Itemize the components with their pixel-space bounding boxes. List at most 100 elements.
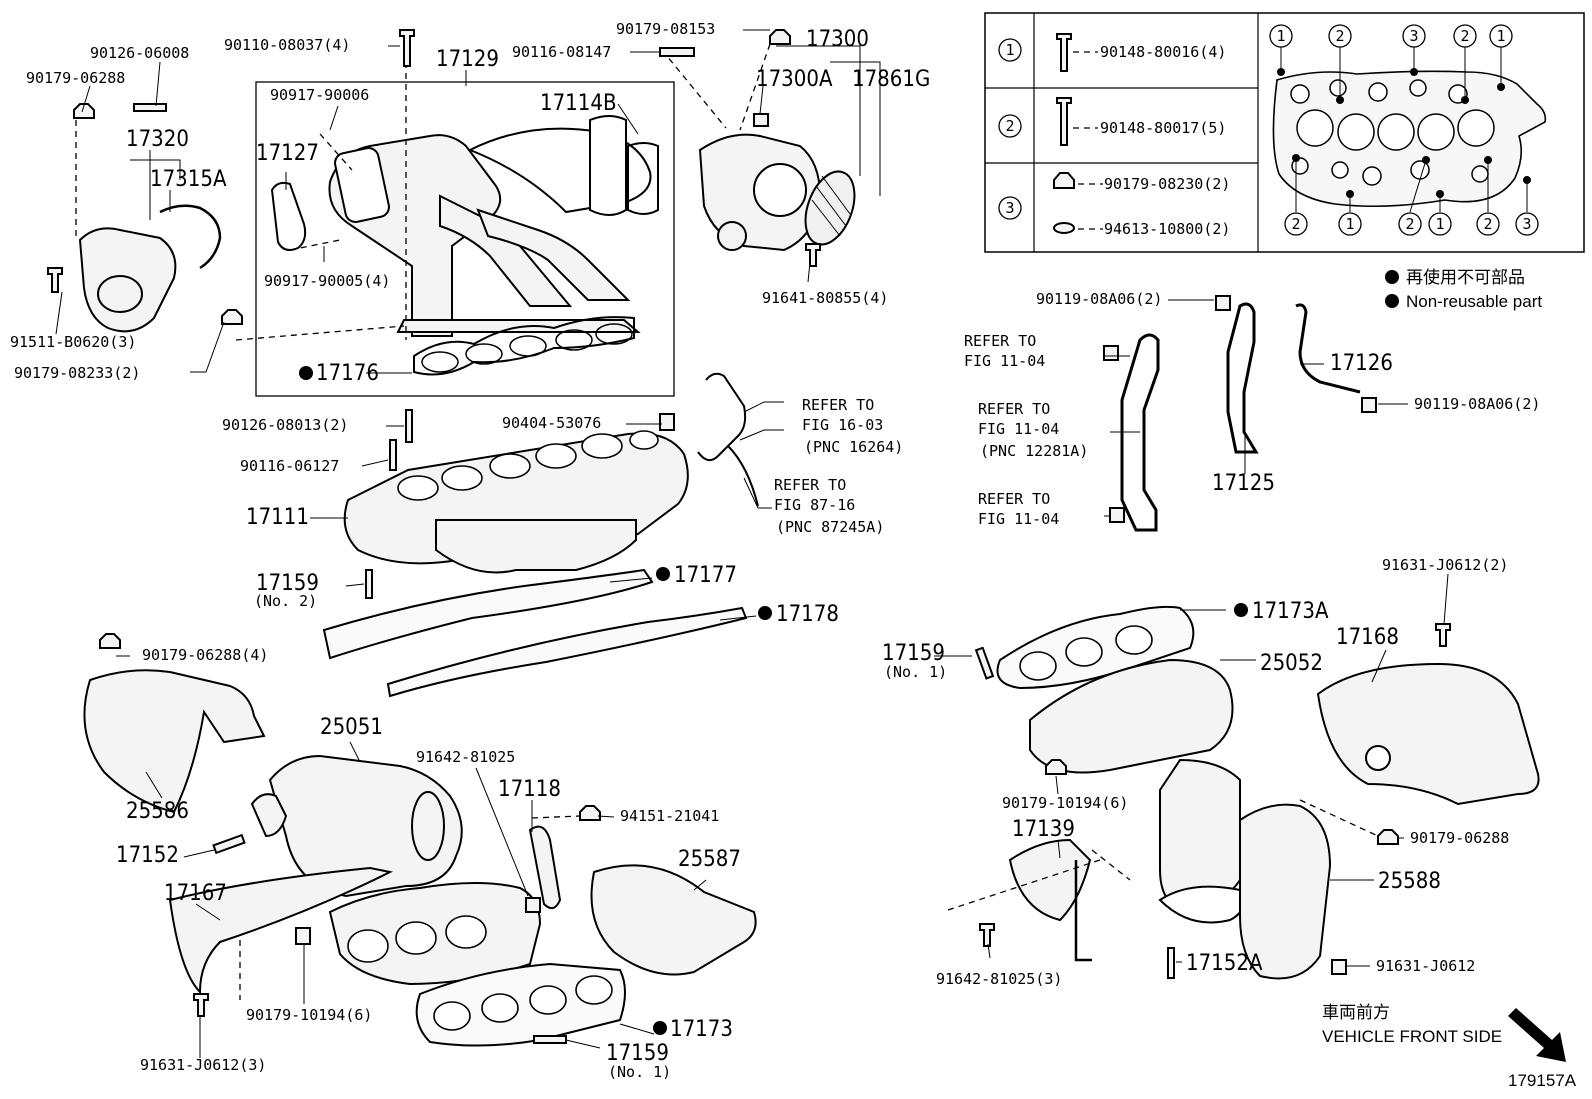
label-91511-B0620: 91511-B0620(3) [10,333,136,351]
label-17178: 17178 [776,602,839,627]
label-17177: 17177 [674,563,737,588]
label-17159-no2-sub: (No. 2) [254,592,317,610]
label-90179-08233: 90179-08233(2) [14,364,140,382]
label-90110-08037: 90110-08037(4) [224,36,350,54]
intake-manifold-group [235,29,856,397]
mark-top-1: 1 [1276,27,1285,45]
ref1-line1: REFER TO [964,332,1036,350]
label-91631-J0612: 91631-J0612 [1376,957,1475,975]
intake-gaskets [322,568,748,698]
label-90119-08A06-r: 90119-08A06(2) [1414,395,1540,413]
mark-bottom-6: 3 [1522,215,1531,233]
label-90179-06288-4: 90179-06288(4) [142,646,268,664]
front-side-ja: 車両前方 [1322,1003,1390,1022]
vehicle-front-arrow-icon [1508,1008,1566,1062]
label-17159-no1: 17159 [882,641,945,666]
label-90179-10194-left: 90179-10194(6) [246,1006,372,1024]
label-17300: 17300 [806,27,869,52]
label-17315A: 17315A [150,167,227,192]
mark-top-3: 3 [1409,27,1418,45]
legend-table: 1 90148-80016(4) 2 90148-80017(5) 3 9017… [984,12,1585,253]
ref-fig16-line3: (PNC 16264) [804,438,903,456]
ref2-line3: (PNC 12281A) [980,442,1088,460]
label-25587: 25587 [678,847,741,872]
label-90116-08147: 90116-08147 [512,43,611,61]
label-90116-06127: 90116-06127 [240,457,339,475]
legend-row2-part: 90148-80017(5) [1100,119,1226,137]
label-17167: 17167 [164,881,227,906]
ref-fig16-line2: FIG 16-03 [802,416,883,434]
label-90404-53076: 90404-53076 [502,414,601,432]
label-91642-81025: 91642-81025 [416,748,515,766]
right-exhaust-group [947,605,1540,980]
label-90179-10194-right: 90179-10194(6) [1002,794,1128,812]
label-91631-J0612-2: 91631-J0612(2) [1382,556,1508,574]
label-25588: 25588 [1378,869,1441,894]
label-17118: 17118 [498,777,561,802]
ref-fig87-line3: (PNC 87245A) [776,518,884,536]
ref3-line1: REFER TO [978,490,1050,508]
ref2-line2: FIG 11-04 [978,420,1059,438]
ref-fig16-line1: REFER TO [802,396,874,414]
label-17173A: 17173A [1252,599,1329,624]
ref3-line2: FIG 11-04 [978,510,1059,528]
label-25051: 25051 [320,715,383,740]
label-90126-06008: 90126-06008 [90,44,189,62]
ref1-line2: FIG 11-04 [964,352,1045,370]
nonreusable-en: Non-reusable part [1406,292,1542,311]
mark-top-2: 2 [1335,27,1344,45]
label-17159-no2: 17159 [256,571,319,596]
label-17127: 17127 [256,141,319,166]
ref2-line1: REFER TO [978,400,1050,418]
legend-row1-part: 90148-80016(4) [1100,43,1226,61]
label-94151-21041: 94151-21041 [620,807,719,825]
label-17159-no1b: 17159 [606,1041,669,1066]
legend-row1-num: 1 [1005,41,1014,59]
label-17152A: 17152A [1186,951,1263,976]
label-91641-80855: 91641-80855(4) [762,289,888,307]
legend-row2-num: 2 [1005,117,1014,135]
label-17111: 17111 [246,505,309,530]
label-17152: 17152 [116,843,179,868]
label-17126: 17126 [1330,351,1393,376]
label-91631-J0612-3: 91631-J0612(3) [140,1056,266,1074]
label-25586: 25586 [126,799,189,824]
label-17861G: 17861G [852,67,930,92]
label-17173: 17173 [670,1017,733,1042]
label-25052: 25052 [1260,651,1323,676]
label-17129: 17129 [436,47,499,72]
label-90917-90006: 90917-90006 [270,86,369,104]
nonreusable-ja: 再使用不可部品 [1406,267,1525,287]
vsv-assembly [47,103,243,333]
mark-top-4: 2 [1460,27,1469,45]
label-90126-08013: 90126-08013(2) [222,416,348,434]
ref-fig87-line1: REFER TO [774,476,846,494]
label-17176: 17176 [316,361,379,386]
label-90179-06288: 90179-06288 [26,69,125,87]
mark-bottom-3: 2 [1405,215,1414,233]
label-17125: 17125 [1212,471,1275,496]
right-brackets [1103,295,1377,532]
label-90917-90005: 90917-90005(4) [264,272,390,290]
label-17168: 17168 [1336,625,1399,650]
ref-fig87-line2: FIG 87-16 [774,496,855,514]
lower-intake-manifold [343,372,759,599]
label-91642-81025-3: 91642-81025(3) [936,970,1062,988]
mark-bottom-1: 2 [1291,215,1300,233]
mark-bottom-5: 2 [1483,215,1492,233]
mark-bottom-4: 1 [1435,215,1444,233]
label-17139: 17139 [1012,817,1075,842]
label-17300A: 17300A [756,67,833,92]
legend-row3-part-a: 90179-08230(2) [1104,175,1230,193]
label-17159-no1-sub: (No. 1) [884,663,947,681]
legend-row3-part-b: 94613-10800(2) [1104,220,1230,238]
label-17159-no1b-sub: (No. 1) [608,1063,671,1081]
front-side-en: VEHICLE FRONT SIDE [1322,1027,1502,1046]
label-90179-08153: 90179-08153 [616,20,715,38]
figure-id: 179157A [1508,1071,1577,1090]
mark-bottom-2: 1 [1345,215,1354,233]
label-90179-06288-r: 90179-06288 [1410,829,1509,847]
label-17320: 17320 [126,127,189,152]
label-90119-08A06-top: 90119-08A06(2) [1036,290,1162,308]
